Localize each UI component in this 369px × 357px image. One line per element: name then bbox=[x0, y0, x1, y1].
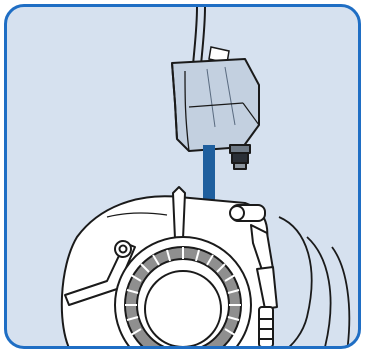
illustration-frame bbox=[4, 4, 361, 349]
bracket-outline-icon bbox=[279, 217, 349, 349]
install-diagram bbox=[7, 7, 361, 349]
cable-icon bbox=[193, 7, 229, 65]
actuator-module-icon bbox=[172, 59, 259, 169]
